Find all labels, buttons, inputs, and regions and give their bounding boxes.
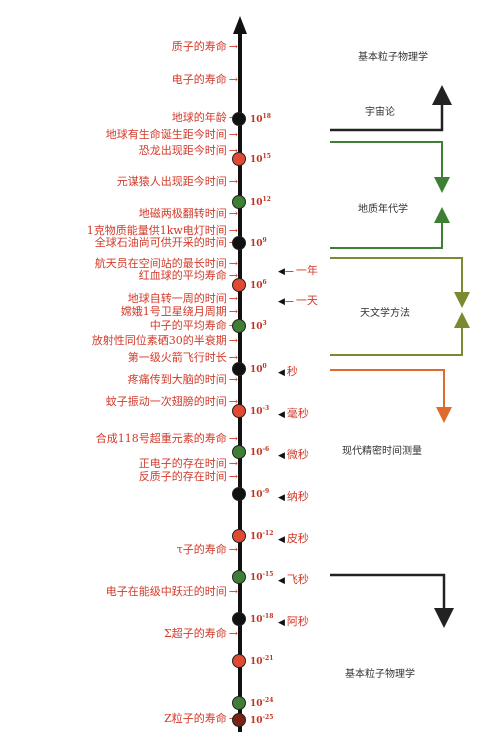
label-positron: 正电子的存在时间→ xyxy=(138,457,238,470)
label-rbc: 红血球的平均寿命→ xyxy=(138,269,238,282)
label-neuron: 疼痛传到大脑的时间→ xyxy=(127,373,238,386)
dot-1e12 xyxy=(232,195,246,209)
dot-1em9 xyxy=(232,487,246,501)
label-electron-life: 电子的寿命→ xyxy=(171,73,238,86)
exp-m3: 10-3 xyxy=(250,405,270,417)
label-proton-life: 质子的寿命→ xyxy=(171,40,238,53)
unit-atto: ◀阿秒 xyxy=(278,615,309,628)
label-sigma: Σ超子的寿命→ xyxy=(164,627,238,640)
dot-1em12 xyxy=(232,529,246,543)
unit-day: ◀—一天 xyxy=(278,294,318,307)
dot-1e15 xyxy=(232,152,246,166)
dot-1e3 xyxy=(232,319,246,333)
title-particle-bottom: 基本粒子物理学 xyxy=(345,669,415,680)
title-particle-top: 基本粒子物理学 xyxy=(358,52,428,63)
title-astronomy: 天文学方法 xyxy=(360,308,410,319)
cosmology-arrow xyxy=(330,85,452,132)
dot-1em15 xyxy=(232,570,246,584)
exp-m9: 10-9 xyxy=(250,488,270,500)
geology-up-arrow xyxy=(330,207,450,249)
label-electron-jump: 电子在能级中跃迁的时间→ xyxy=(105,585,238,598)
label-life-birth: 地球有生命诞生距今时间→ xyxy=(105,128,238,141)
label-element-118: 合成118号超重元素的寿命→ xyxy=(95,432,238,445)
geology-down-arrow xyxy=(330,141,450,193)
dot-1em6 xyxy=(232,445,246,459)
label-anti-proton: 反质子的存在时间→ xyxy=(138,470,238,483)
unit-micro: ◀微秒 xyxy=(278,448,309,461)
title-cosmology: 宇宙论 xyxy=(365,107,395,118)
unit-milli: ◀毫秒 xyxy=(278,407,309,420)
label-dino: 恐龙出现距今时间→ xyxy=(138,144,238,157)
label-rocket: 第一级火箭飞行时长→ xyxy=(127,351,238,364)
unit-pico: ◀皮秒 xyxy=(278,532,309,545)
exp-m21: 10-21 xyxy=(250,655,274,667)
dot-1em25 xyxy=(232,713,246,727)
label-satellite: 嫦娥1号卫星绕月周期→ xyxy=(120,305,238,318)
time-axis xyxy=(238,30,242,732)
exp-m18: 10-18 xyxy=(250,613,274,625)
label-ape-man: 元谋猿人出现距今时间→ xyxy=(116,175,238,188)
title-modern: 现代精密时间测量 xyxy=(342,446,422,457)
axis-arrowhead xyxy=(233,16,247,34)
exp-m25: 10-25 xyxy=(250,714,274,726)
dot-1em3 xyxy=(232,404,246,418)
particle-bottom-arrow xyxy=(330,573,454,628)
exp-9: 109 xyxy=(250,237,267,249)
unit-year: ◀—一年 xyxy=(278,264,318,277)
dot-1e18 xyxy=(232,112,246,126)
label-astronaut: 航天员在空间站的最长时间→ xyxy=(94,257,238,270)
label-tau: τ子的寿命→ xyxy=(176,543,238,556)
unit-femto: ◀飞秒 xyxy=(278,573,309,586)
label-radio-half: 放射性同位素硒30的半衰期→ xyxy=(91,334,238,347)
modern-arrow xyxy=(330,369,452,423)
label-geomag: 地磁两极翻转时间→ xyxy=(138,207,238,220)
label-mosquito: 蚊子振动一次翅膀的时间→ xyxy=(105,395,238,408)
unit-nano: ◀纳秒 xyxy=(278,490,309,503)
dot-1em24 xyxy=(232,696,246,710)
unit-second: ◀秒 xyxy=(278,365,298,378)
title-geology: 地质年代学 xyxy=(358,204,408,215)
exp-m12: 10-12 xyxy=(250,530,274,542)
dot-1e0 xyxy=(232,362,246,376)
exp-12: 1012 xyxy=(250,196,271,208)
dot-1e9 xyxy=(232,236,246,250)
dot-1em18 xyxy=(232,612,246,626)
dot-1em21 xyxy=(232,654,246,668)
exp-15: 1015 xyxy=(250,153,271,165)
dot-1e6 xyxy=(232,278,246,292)
label-earth-rotate: 地球自转一周的时间→ xyxy=(127,292,238,305)
exp-3: 103 xyxy=(250,320,267,332)
exp-m6: 10-6 xyxy=(250,446,270,458)
exp-m24: 10-24 xyxy=(250,697,274,709)
exp-0: 100 xyxy=(250,363,267,375)
exp-6: 106 xyxy=(250,279,267,291)
exp-m15: 10-15 xyxy=(250,571,274,583)
label-1kg-energy: 1克物质能量供1kw电灯时间→ xyxy=(86,224,238,237)
astronomy-down-arrow xyxy=(330,257,470,308)
astronomy-up-arrow xyxy=(330,312,470,356)
exp-18: 1018 xyxy=(250,113,271,125)
